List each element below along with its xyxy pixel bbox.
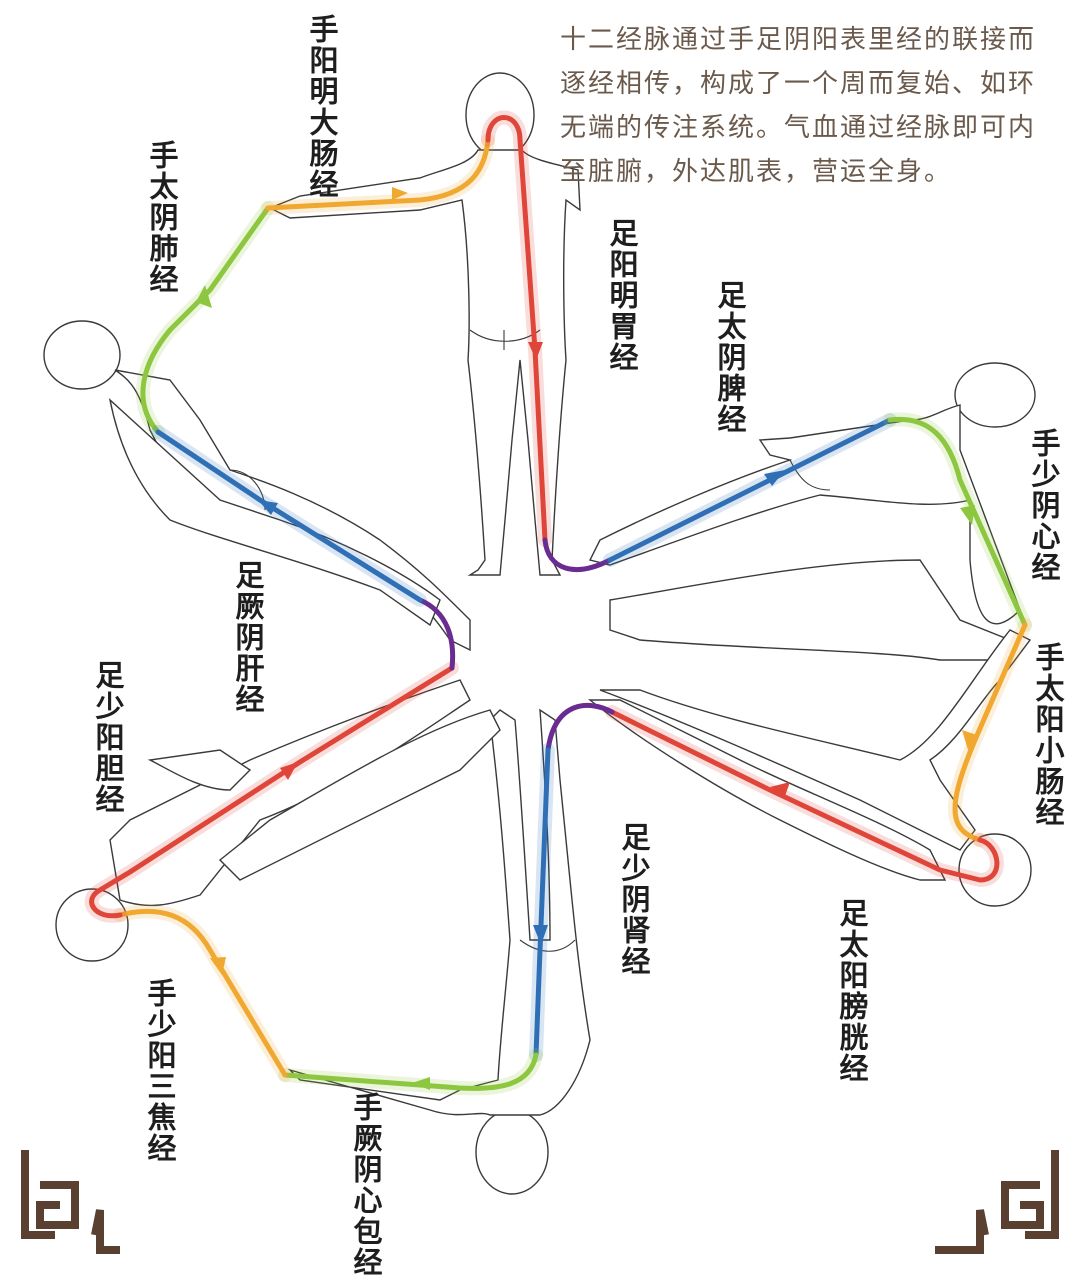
label-spleen-meridian: 足太阴脾经 bbox=[713, 280, 747, 435]
description-line: 至脏腑，外达肌表，营运全身。 bbox=[560, 157, 953, 187]
label-small-intestine-meridian: 手太阳小肠经 bbox=[1031, 642, 1065, 828]
path-small-intestine bbox=[952, 622, 1028, 843]
path-sanjiao bbox=[117, 908, 288, 1078]
description-line: 无端的传注系统。气血通过经脉即可内 bbox=[560, 113, 1037, 143]
description-text: 十二经脉通过手足阴阳表里经的联接而 逐经相传，构成了一个周而复始、如环 无端的传… bbox=[560, 18, 1060, 194]
path-stomach bbox=[485, 115, 548, 543]
path-gallbladder bbox=[89, 665, 455, 919]
label-pericardium-meridian: 手厥阴心包经 bbox=[349, 1092, 383, 1278]
label-kidney-meridian: 足少阴肾经 bbox=[617, 822, 651, 977]
label-stomach-meridian: 足阳明胃经 bbox=[605, 218, 639, 373]
arrow-bladder bbox=[770, 782, 790, 796]
arrow-liver bbox=[258, 500, 278, 515]
corner-ornament-right bbox=[935, 1150, 1059, 1254]
path-lung bbox=[140, 205, 271, 435]
figure-lower-left bbox=[55, 679, 501, 962]
arrow-stomach bbox=[528, 342, 543, 360]
arrow-large-intestine bbox=[392, 187, 408, 200]
arrow-gallbladder bbox=[280, 762, 298, 780]
arrow-kidney bbox=[533, 925, 548, 945]
path-liver bbox=[155, 429, 423, 603]
label-liver-meridian: 足厥阴肝经 bbox=[231, 560, 265, 715]
path-pericardium bbox=[282, 1052, 539, 1091]
path-bladder bbox=[609, 709, 1000, 883]
arrow-spleen bbox=[764, 470, 785, 486]
arrow-small-intestine bbox=[962, 730, 977, 750]
arrow-heart bbox=[960, 505, 975, 525]
figure-top bbox=[268, 72, 581, 576]
label-gallbladder-meridian: 足少阳胆经 bbox=[91, 660, 125, 815]
description-line: 逐经相传，构成了一个周而复始、如环 bbox=[560, 69, 1037, 99]
label-large-intestine-meridian: 手阳明大肠经 bbox=[305, 14, 339, 200]
arrow-sanjiao bbox=[210, 957, 226, 975]
corner-ornament-left bbox=[21, 1150, 120, 1254]
arrow-lung bbox=[196, 285, 212, 308]
arrow-pericardium bbox=[412, 1077, 430, 1090]
label-heart-meridian: 手少阴心经 bbox=[1027, 428, 1061, 583]
figure-upper-left bbox=[43, 320, 471, 652]
path-large-intestine bbox=[265, 137, 491, 211]
figure-bottom bbox=[287, 708, 591, 1195]
label-sanjiao-meridian: 手少阳三焦经 bbox=[143, 978, 177, 1164]
path-heart bbox=[887, 416, 1028, 628]
path-kidney bbox=[533, 747, 551, 1058]
label-bladder-meridian: 足太阳膀胱经 bbox=[835, 898, 869, 1084]
description-line: 十二经脉通过手足阴阳表里经的联接而 bbox=[560, 25, 1037, 55]
label-lung-meridian: 手太阴肺经 bbox=[145, 140, 179, 295]
figure-upper-right bbox=[588, 362, 1036, 661]
